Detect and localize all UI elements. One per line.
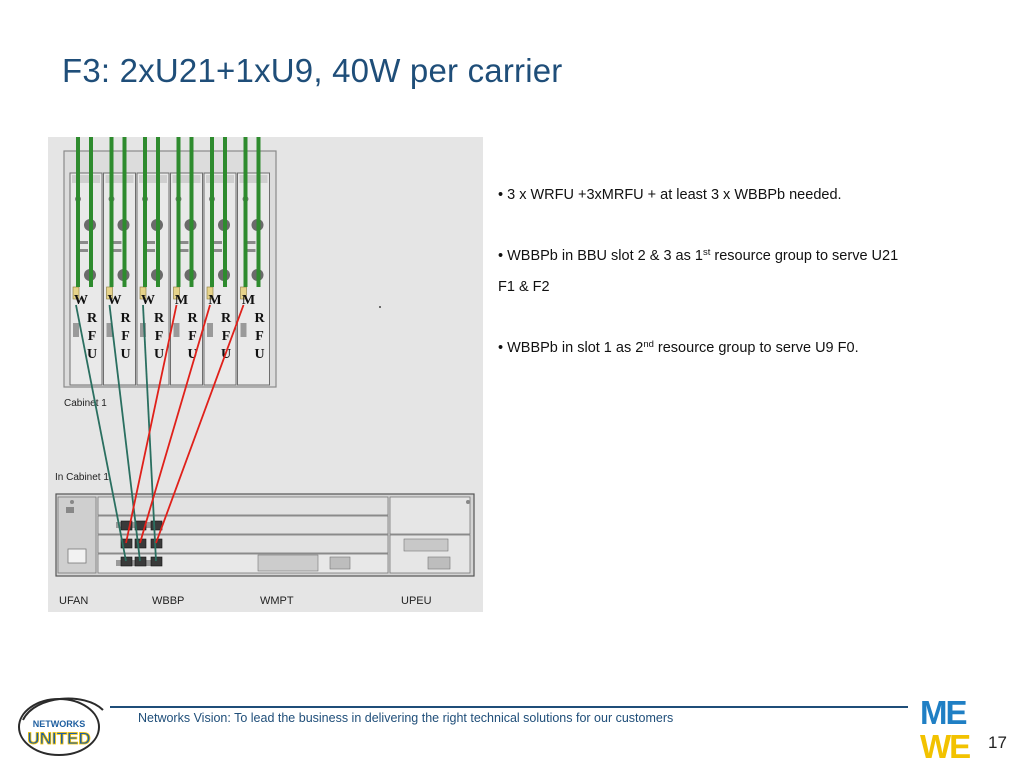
feeder-cable (176, 137, 181, 287)
rfu-module-letter: U (254, 347, 264, 362)
bullet-dot-icon: • (498, 187, 508, 203)
feeder-cable (122, 137, 127, 287)
wbbp-port (150, 538, 163, 549)
cpri-cable (125, 304, 178, 544)
green-feeder-cables (76, 137, 261, 287)
feeder-cable (76, 137, 80, 287)
logo-right-line-2: WE (920, 728, 970, 762)
cpri-cables (75, 304, 245, 562)
wbbp-slot-2 (97, 515, 389, 535)
feeder-cable (256, 137, 261, 287)
bullet-superscript: st (702, 247, 711, 258)
feeder-cable (89, 137, 93, 287)
rfu-module-letter: R (254, 311, 265, 326)
footer-rule (110, 706, 908, 708)
rfu-module: MRFU (203, 172, 237, 386)
rfu-module-letter: U (87, 347, 97, 362)
bullet-text: 3 x WRFU +3xMRFU + at least 3 x WBBPb ne… (507, 187, 842, 203)
feeder-cable (189, 137, 194, 287)
bullet-text: WBBPb in BBU slot 2 & 3 as 1 (507, 248, 703, 264)
rfu-module-letter: F (121, 329, 130, 344)
rfu-module-letter: R (187, 311, 198, 326)
rfu-module-letter: R (87, 311, 98, 326)
cpri-cable (75, 304, 127, 562)
diagram-canvas: WRFUWRFUWRFUMRFUMRFUMRFU Cabinet 1 In Ca… (55, 137, 475, 607)
rfu-module-letter: U (154, 347, 164, 362)
page-number: 17 (988, 733, 1007, 752)
board-label-upeu: UPEU (401, 595, 432, 607)
rfu-module-letter: W (74, 293, 88, 308)
bullet-text: WBBPb in slot 1 as 2 (507, 340, 644, 356)
board-label-wbbp: WBBP (152, 595, 184, 607)
bullet-text: resource group to serve U9 F0. (653, 340, 859, 356)
bullet-item: • WBBPb in BBU slot 2 & 3 as 1st resourc… (498, 241, 918, 303)
rfu-module-letter: F (155, 329, 164, 344)
feeder-cable (156, 137, 160, 287)
bullet-item: • 3 x WRFU +3xMRFU + at least 3 x WBBPb … (498, 180, 918, 211)
mewe-logo: ME WE (920, 694, 972, 762)
wbbp-port (120, 520, 133, 531)
networks-united-logo: NETWORKS UNITED (18, 697, 104, 756)
feeder-cable (223, 137, 227, 287)
board-label-wmpt: WMPT (260, 595, 294, 607)
wbbp-slot-3 (97, 534, 389, 554)
wbbp-port (120, 556, 133, 567)
bbu-chassis (55, 493, 475, 577)
rfu-module-letter: R (154, 311, 165, 326)
footer-vision-text: Networks Vision: To lead the business in… (138, 711, 674, 725)
rfu-module: WRFU (103, 172, 136, 386)
rfu-module-letter: F (188, 329, 197, 344)
rfu-module-letter: R (120, 311, 131, 326)
wbbp-slot-1 (97, 496, 389, 516)
wbbp-port (134, 556, 147, 567)
bullet-item: • WBBPb in slot 1 as 2nd resource group … (498, 333, 918, 364)
slide-title: F3: 2xU21+1xU9, 40W per carrier (62, 52, 563, 89)
rfu-module-letter: F (255, 329, 264, 344)
cpri-cable (155, 304, 245, 544)
board-label-ufan: UFAN (59, 595, 88, 607)
logo-left-line-2: UNITED (27, 729, 90, 748)
rfu-module: WRFU (136, 172, 170, 386)
rfu-module-letter: F (222, 329, 231, 344)
cpri-cable (139, 304, 211, 544)
rfu-module-letter: F (88, 329, 97, 344)
rfu-cabling-diagram: WRFUWRFUWRFUMRFUMRFUMRFU Cabinet 1 In Ca… (48, 137, 483, 612)
rfu-module-letter: W (141, 293, 155, 308)
rfu-module-letter: M (175, 293, 188, 308)
rfu-module-letter: W (108, 293, 122, 308)
rfu-module-letter: M (242, 293, 255, 308)
in-cabinet-label: In Cabinet 1 (55, 472, 109, 483)
feeder-cable (210, 137, 214, 287)
rfu-module: MRFU (237, 172, 270, 386)
rfu-module-letter: R (221, 311, 232, 326)
cabinet-label: Cabinet 1 (64, 398, 107, 409)
feeder-cable (109, 137, 114, 287)
logo-right-line-1: ME (920, 694, 966, 731)
bullet-text: resource group to serve U21 F1 & F2 (498, 248, 899, 295)
rfu-module-letter: U (187, 347, 197, 362)
feeder-cable (243, 137, 248, 287)
stray-dot (379, 306, 381, 308)
bullet-dot-icon: • (498, 248, 508, 264)
bullet-superscript: nd (643, 339, 654, 350)
rfu-module-letter: M (208, 293, 221, 308)
logo-left-line-1: NETWORKS (33, 719, 86, 729)
bullet-dot-icon: • (498, 340, 508, 356)
feeder-cable (143, 137, 147, 287)
rfu-module-letter: U (120, 347, 130, 362)
cpri-cable (108, 304, 141, 562)
rfu-module: MRFU (170, 172, 203, 386)
bullet-list: • 3 x WRFU +3xMRFU + at least 3 x WBBPb … (498, 180, 918, 394)
